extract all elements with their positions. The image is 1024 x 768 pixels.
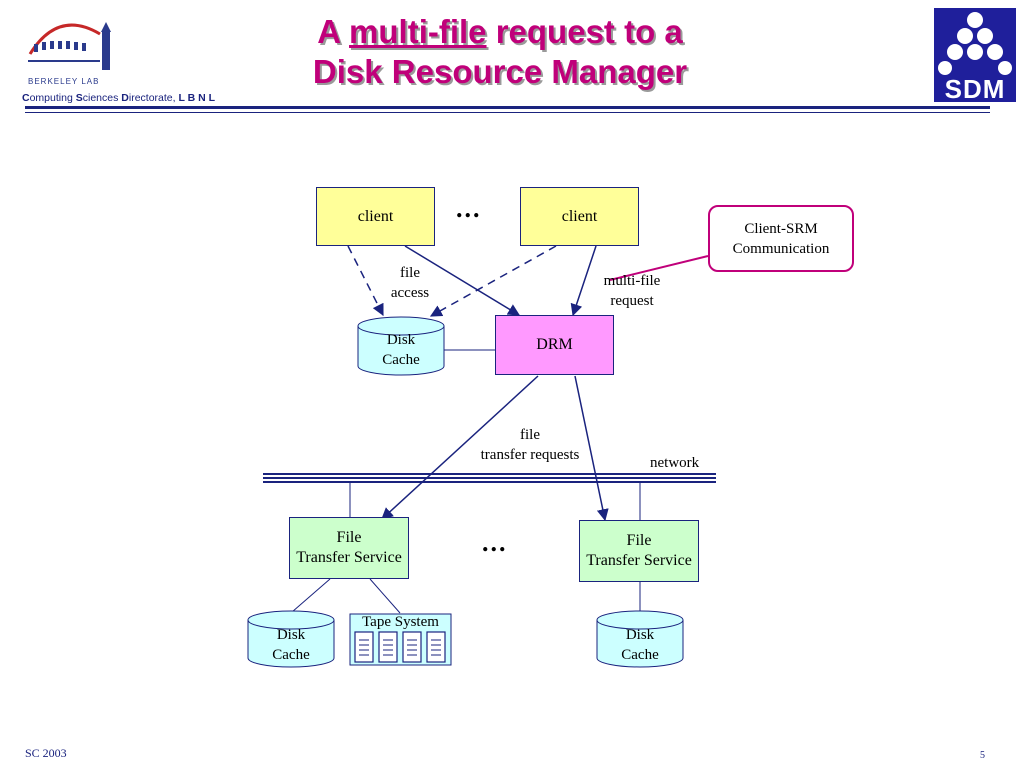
directorate-lbnl: L B N L — [178, 92, 216, 104]
slide-title-line1: A multi-file request to a — [250, 12, 750, 52]
disk-cache-right-line1: Disk — [625, 627, 655, 643]
footer-page-number: 5 — [980, 750, 985, 761]
transfer-requests-line2: transfer requests — [480, 447, 580, 463]
fts-left-cache-link — [291, 578, 331, 613]
header-rule-thick — [25, 106, 990, 109]
title-line1-rest: request to a — [495, 13, 683, 50]
client-box-right: client — [520, 187, 639, 246]
client-right-label: client — [561, 208, 598, 225]
file-access-left-arrow — [347, 245, 384, 317]
client-left-label: client — [357, 208, 394, 225]
clients-ellipsis: ... — [456, 194, 482, 223]
file-transfer-service-left: File Transfer Service — [289, 517, 409, 579]
berkeley-lab-logo-text: BERKELEY LAB — [28, 77, 100, 86]
disk-cache-top: Disk Cache — [358, 330, 444, 372]
directorate-initial-s: S — [75, 92, 83, 104]
callout-pointer — [609, 255, 709, 281]
disk-cache-top-cylinder — [357, 316, 445, 376]
request-left-arrow — [404, 245, 521, 316]
drm-box: DRM — [495, 315, 614, 375]
directorate-part-3: irectorate, — [128, 92, 179, 104]
header-rule-thin — [25, 112, 990, 113]
transfer-requests-line1: file — [520, 427, 540, 443]
disk-cache-right-cylinder — [596, 610, 684, 668]
disk-cache-right: Disk Cache — [597, 625, 683, 667]
fts-left-line2: Transfer Service — [296, 549, 402, 566]
file-transfer-service-right: File Transfer Service — [579, 520, 699, 582]
sdm-logo: SDM — [934, 8, 1016, 102]
transfer-request-left-arrow — [381, 375, 539, 520]
file-access-right-arrow — [429, 245, 557, 317]
transfer-request-right-arrow — [574, 375, 609, 522]
multifile-line1: multi-file — [603, 273, 661, 289]
slide-title: A multi-file request to a Disk Resource … — [250, 12, 750, 92]
file-access-line2: access — [390, 285, 430, 301]
berkeley-lab-logo-icon — [28, 22, 111, 70]
file-access-label: file access — [380, 263, 440, 303]
disk-cache-left-line2: Cache — [272, 647, 310, 663]
drm-label: DRM — [536, 336, 573, 353]
disk-cache-left-line1: Disk — [276, 627, 306, 643]
disk-cache-top-line1: Disk — [386, 332, 416, 348]
fts-right-line1: File — [626, 532, 652, 549]
disk-cache-right-line2: Cache — [621, 647, 659, 663]
disk-cache-left-cylinder — [247, 610, 335, 668]
callout-line2: Communication — [732, 240, 830, 257]
directorate-part-2: ciences — [82, 92, 122, 104]
fts-left-line1: File — [336, 529, 362, 546]
request-right-arrow — [570, 245, 597, 317]
tape-system-label: Tape System — [362, 614, 439, 630]
directorate-label: Computing Sciences Directorate, L B N L — [22, 92, 215, 104]
directorate-part-1: omputing — [29, 92, 76, 104]
berkeley-lab-logo: BERKELEY LAB — [28, 14, 128, 92]
callout-line1: Client-SRM — [744, 220, 818, 237]
disk-cache-left: Disk Cache — [248, 625, 334, 667]
fts-ellipsis: ... — [482, 528, 508, 557]
multifile-line2: request — [610, 293, 654, 309]
sdm-logo-text: SDM — [944, 74, 1006, 104]
fts-left-tape-link — [369, 578, 401, 614]
transfer-requests-label: file transfer requests — [460, 425, 600, 465]
fts-right-line2: Transfer Service — [586, 552, 692, 569]
directorate-initial-c: C — [22, 92, 30, 104]
sdm-hexagon-icon — [938, 12, 1012, 75]
footer-event: SC 2003 — [25, 746, 67, 760]
file-access-line1: file — [400, 265, 420, 281]
network-bus — [263, 473, 716, 483]
title-underlined: multi-file — [349, 13, 487, 50]
slide-title-line2: Disk Resource Manager — [312, 53, 688, 90]
title-prefix: A — [317, 13, 340, 50]
multifile-request-label: multi-file request — [592, 271, 672, 311]
network-label: network — [650, 455, 700, 471]
directorate-initial-d: D — [121, 92, 129, 104]
client-box-left: client — [316, 187, 435, 246]
client-srm-callout: Client-SRM Communication — [708, 205, 854, 272]
disk-cache-top-line2: Cache — [382, 352, 420, 368]
tape-system — [349, 613, 452, 666]
